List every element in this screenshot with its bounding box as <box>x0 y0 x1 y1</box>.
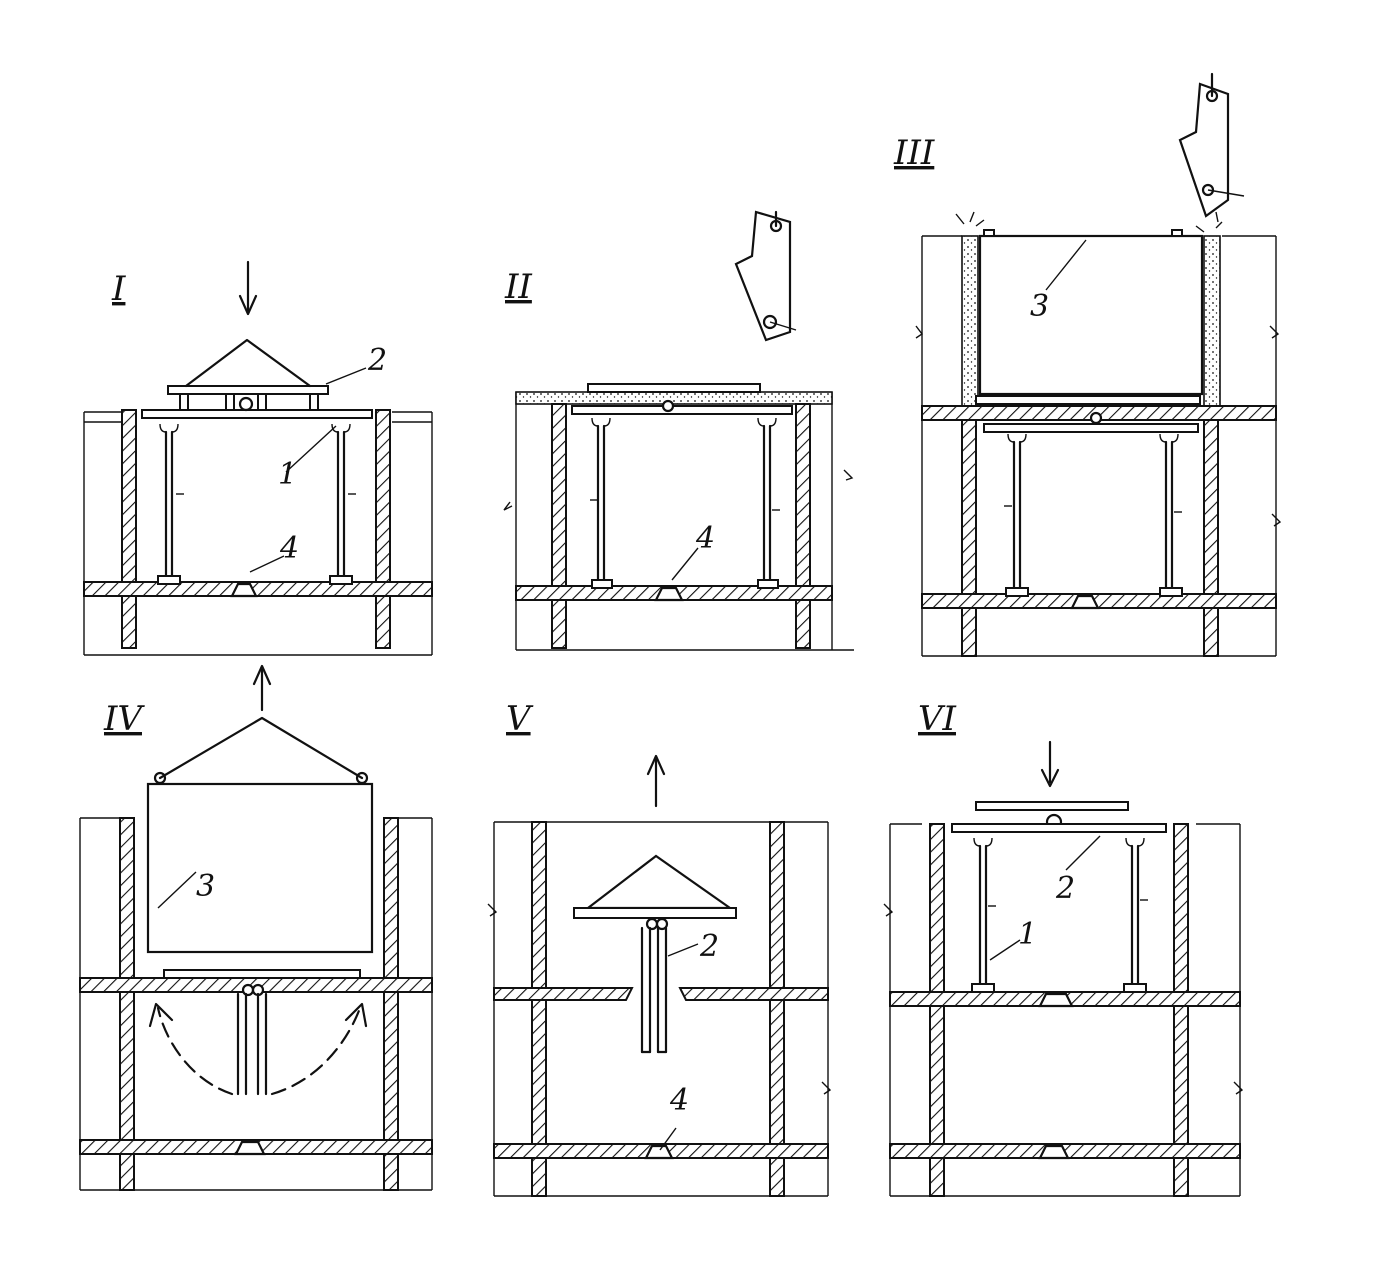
callout-2: 2 <box>699 929 719 964</box>
wall <box>383 817 399 1191</box>
wall <box>769 821 785 1197</box>
crane-hook <box>734 210 792 342</box>
callout-2: 2 <box>367 343 387 378</box>
panel-V: V 2 4 <box>487 699 832 1197</box>
floor-slab <box>921 593 1277 609</box>
wall-panel-3 <box>978 234 1204 396</box>
wall <box>551 403 567 649</box>
crane-hook <box>1178 82 1230 218</box>
wall <box>929 823 945 1197</box>
panel-label-VI: VI <box>918 699 957 739</box>
formwork-panel <box>983 423 1199 433</box>
panel-label-I: I <box>111 269 126 309</box>
panel-label-IV: IV <box>103 699 145 739</box>
callout-2: 2 <box>1055 871 1075 906</box>
panel-VI: VI 2 1 <box>883 699 1244 1197</box>
panel-IV: IV 3 <box>79 699 433 1191</box>
formwork-panel <box>571 405 793 415</box>
wall <box>119 817 135 1191</box>
wall <box>1203 419 1219 657</box>
panel-III: III 3 <box>893 72 1282 657</box>
wall <box>961 419 977 657</box>
callout-4: 4 <box>695 521 715 556</box>
wall <box>531 821 547 1197</box>
panel-II: II 4 <box>503 210 854 651</box>
formwork-panel <box>141 409 373 419</box>
floor-slab <box>678 987 829 1001</box>
lifting-frame <box>167 385 329 395</box>
callout-1: 1 <box>278 457 297 492</box>
panel-label-V: V <box>506 699 534 739</box>
callout-4: 4 <box>279 531 299 566</box>
wall <box>1173 823 1189 1197</box>
swing-path <box>270 1006 362 1096</box>
callout-3: 3 <box>1030 289 1049 324</box>
wall-panel-3 <box>146 782 374 954</box>
grout-joint <box>961 235 979 409</box>
floor-slab <box>83 581 433 597</box>
formwork-panel <box>951 823 1167 833</box>
wall <box>375 409 391 649</box>
swing-path <box>156 1006 234 1096</box>
grout-joint <box>1203 235 1221 409</box>
floor-slab <box>493 987 634 1001</box>
formwork-panel <box>573 907 737 919</box>
callout-4: 4 <box>669 1083 689 1118</box>
callout-3: 3 <box>196 869 215 904</box>
panel-I: I 2 1 4 <box>83 260 433 712</box>
lifting-frame <box>975 801 1129 811</box>
callout-1: 1 <box>1018 917 1037 952</box>
wall <box>121 409 137 649</box>
panel-label-II: II <box>504 267 532 307</box>
panel-label-III: III <box>893 133 935 173</box>
concrete-topping <box>515 391 833 405</box>
wall <box>795 403 811 649</box>
